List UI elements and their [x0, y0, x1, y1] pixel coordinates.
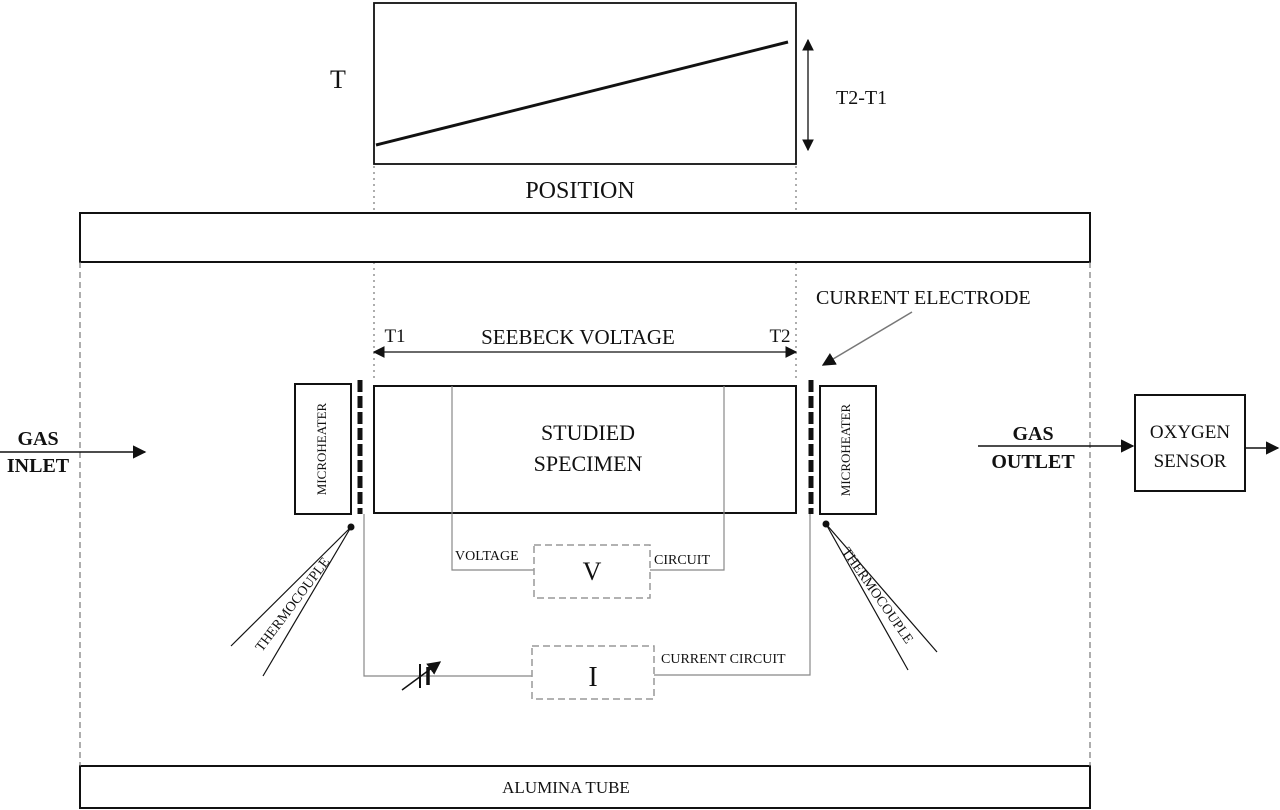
- specimen-label-line1: STUDIED: [541, 420, 635, 445]
- specimen-label-line2: SPECIMEN: [534, 451, 643, 476]
- temperature-graph-frame: [373, 2, 797, 165]
- circuit-label: CIRCUIT: [654, 553, 710, 568]
- ammeter-symbol: I: [588, 662, 597, 693]
- thermocouple-left-label: THERMOCOUPLE: [253, 555, 333, 655]
- delta-t-label: T2-T1: [836, 87, 887, 109]
- ammeter: [531, 645, 655, 700]
- t1-label: T1: [384, 326, 405, 347]
- microheater-right: [819, 385, 877, 515]
- alumina-tube-bottom-wall: [79, 765, 1091, 809]
- voltmeter-symbol: V: [583, 557, 602, 586]
- graph-x-axis-label: POSITION: [525, 178, 634, 204]
- gas-inlet-label-line1: GAS: [17, 428, 58, 450]
- current-electrode-pointer: [821, 311, 913, 366]
- temperature-gradient-line: [375, 40, 789, 147]
- voltage-circuit-wire-left: [451, 386, 534, 571]
- thermocouple-left: [230, 523, 355, 677]
- current-electrode-label: CURRENT ELECTRODE: [816, 287, 1031, 309]
- current-circuit-wire-right: [654, 514, 811, 676]
- gas-inlet-label-line2: INLET: [7, 455, 70, 477]
- microheater-left: [294, 383, 352, 515]
- alumina-tube-top-wall: [79, 212, 1091, 263]
- thermocouple-right: [822, 520, 938, 671]
- alumina-tube-label: ALUMINA TUBE: [502, 778, 630, 797]
- voltage-circuit-wire-right: [650, 386, 725, 571]
- gas-outlet-label-line2: OUTLET: [991, 451, 1075, 473]
- variable-power-source: [401, 661, 442, 691]
- voltage-label: VOLTAGE: [455, 549, 519, 564]
- oxygen-sensor-label-line1: OXYGEN: [1150, 422, 1230, 443]
- voltmeter: [533, 544, 651, 599]
- current-circuit-wire-left: [363, 514, 532, 677]
- microheater-left-label: MICROHEATER: [314, 402, 329, 495]
- current-circuit-label: CURRENT CIRCUIT: [661, 652, 786, 667]
- t2-label: T2: [769, 326, 790, 347]
- thermocouple-right-label: THERMOCOUPLE: [838, 545, 915, 647]
- graph-y-axis-label: T: [330, 65, 346, 94]
- oxygen-sensor: [1134, 394, 1246, 492]
- microheater-right-label: MICROHEATER: [838, 403, 853, 496]
- studied-specimen: [373, 385, 797, 514]
- seebeck-voltage-label: SEEBECK VOLTAGE: [481, 325, 675, 349]
- gas-outlet-label-line1: GAS: [1012, 423, 1053, 445]
- oxygen-sensor-label-line2: SENSOR: [1154, 451, 1227, 472]
